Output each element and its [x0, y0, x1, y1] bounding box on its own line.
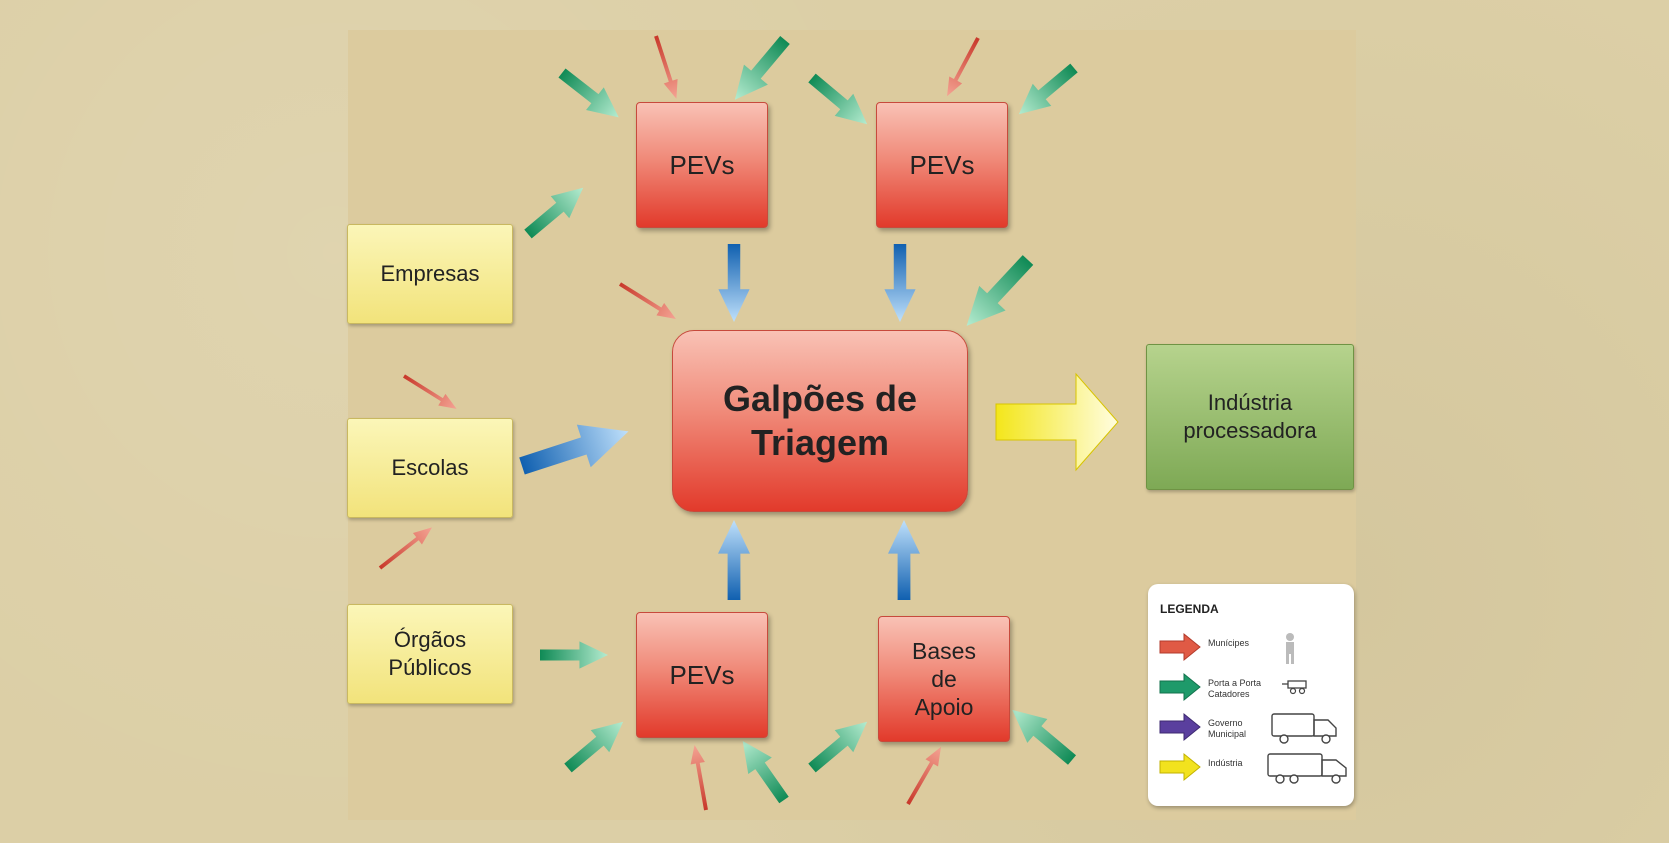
- green-arrow: [540, 641, 608, 669]
- node-bases-de-apoio: Bases de Apoio: [878, 616, 1010, 742]
- red-arrow: [400, 370, 461, 415]
- blue-arrow: [718, 244, 750, 322]
- node-industria-processadora: Indústria processadora: [1146, 344, 1354, 490]
- legend-label: Indústria: [1208, 758, 1243, 768]
- green-arrow: [802, 710, 877, 780]
- cart-icon: [1282, 680, 1307, 695]
- green-arrow: [1002, 697, 1083, 772]
- green-arrow: [518, 176, 593, 246]
- node-label: PEVs: [669, 149, 735, 180]
- node-pevs-bottom: PEVs: [636, 612, 768, 738]
- red-arrow: [375, 521, 437, 574]
- node-orgaos-publicos: Órgãos Públicos: [347, 604, 513, 704]
- blue-arrow: [888, 520, 920, 600]
- node-label: Escolas: [391, 455, 469, 480]
- node-label: PEVs: [669, 659, 735, 690]
- green-arrow: [553, 61, 628, 129]
- legend-label: Porta a Porta Catadores: [1208, 678, 1262, 699]
- yellow-arrow: [995, 372, 1119, 472]
- green-arrow: [953, 247, 1042, 339]
- node-label: Órgãos Públicos: [388, 627, 472, 680]
- legend-title: LEGENDA: [1160, 602, 1219, 616]
- green-arrow: [802, 66, 877, 136]
- red-arrow: [940, 34, 985, 100]
- node-pevs-top-right: PEVs: [876, 102, 1008, 228]
- node-label: PEVs: [909, 149, 975, 180]
- big-truck-icon: [1267, 753, 1347, 784]
- legend-arrow-green: [1159, 672, 1201, 702]
- blue-arrow: [515, 410, 636, 488]
- legend-arrow-red: [1159, 632, 1201, 662]
- node-label: Galpões de Triagem: [722, 378, 918, 463]
- legend-item-municipes: Munícipes: [1158, 632, 1348, 666]
- legend-item-governo: Governo Municipal: [1158, 712, 1348, 746]
- red-arrow: [687, 743, 714, 812]
- truck-icon: [1271, 713, 1337, 744]
- yellow-arrows: [995, 372, 1119, 472]
- green-arrow: [722, 29, 797, 110]
- green-arrow: [730, 732, 796, 809]
- legend-item-industria: Indústria: [1158, 752, 1348, 786]
- legend-label: Munícipes: [1208, 638, 1250, 648]
- legend-arrow-purple: [1159, 712, 1201, 742]
- node-label: Indústria processadora: [1183, 390, 1317, 443]
- legend-item-porta-a-porta: Porta a Porta Catadores: [1158, 672, 1348, 706]
- node-label: Bases de Apoio: [912, 638, 976, 720]
- legend: LEGENDA Munícipes Porta a Porta Catadore…: [1148, 584, 1354, 806]
- green-arrow: [558, 710, 633, 780]
- green-arrow: [1009, 56, 1084, 126]
- red-arrow: [616, 277, 680, 326]
- legend-label: Governo Municipal: [1208, 718, 1247, 739]
- node-empresas: Empresas: [347, 224, 513, 324]
- node-galpoes-de-triagem: Galpões de Triagem: [672, 330, 968, 512]
- red-arrow: [649, 33, 684, 102]
- node-pevs-top-left: PEVs: [636, 102, 768, 228]
- blue-arrow: [884, 244, 916, 322]
- legend-arrow-yellow: [1159, 752, 1201, 782]
- red-arrow: [901, 743, 948, 808]
- person-icon: [1286, 633, 1294, 664]
- node-escolas: Escolas: [347, 418, 513, 518]
- node-label: Empresas: [380, 261, 480, 286]
- blue-arrow: [718, 520, 750, 600]
